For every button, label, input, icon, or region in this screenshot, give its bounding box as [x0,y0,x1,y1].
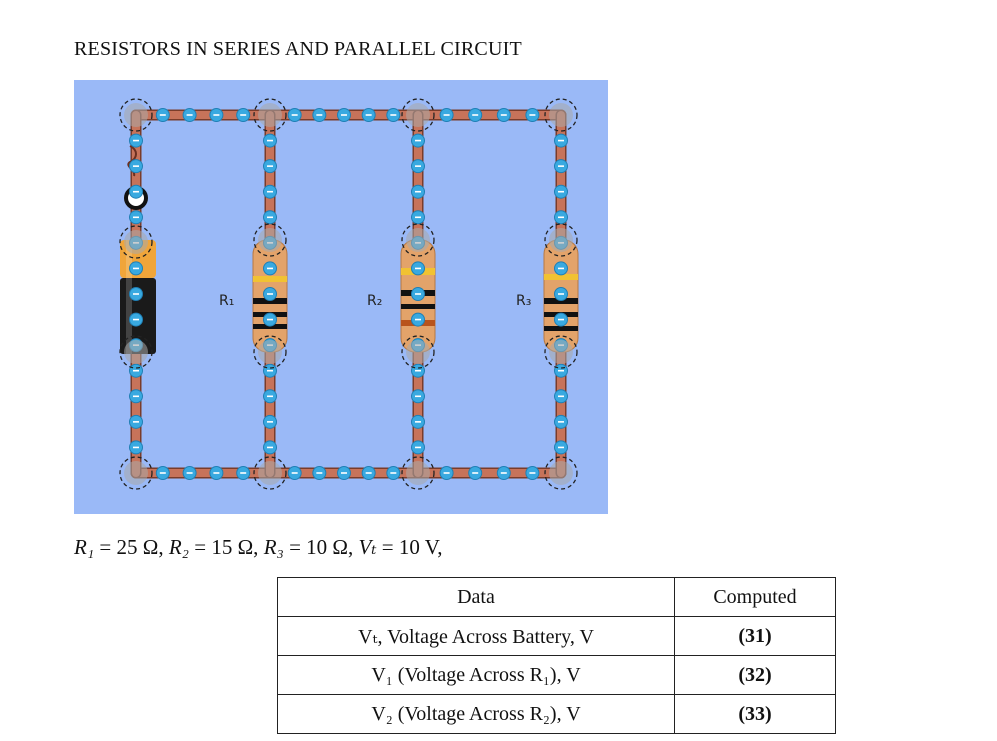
table-row: V₁ (Voltage Across R₁), V (32) [277,655,836,695]
electrons [129,108,568,480]
circuit-background [74,80,608,514]
r1-value: = 25 Ω, [94,535,169,559]
row-value: (31) [674,616,836,656]
r3-value: = 10 Ω, [283,535,359,559]
junction-ring [119,98,153,132]
resistor-label-r2: R₂ [367,293,382,309]
resistor-band [544,326,578,331]
junction [406,228,430,252]
junction-ring [119,335,153,369]
junction [406,103,430,127]
row-value: (33) [674,694,836,734]
data-table: Data Computed Vₜ, Voltage Across Battery… [277,577,836,734]
junction [124,230,148,254]
junction [258,461,282,485]
junction [549,103,573,127]
vt-symbol: Vₜ [358,535,377,559]
junction-ring [544,223,578,257]
junction-ring [253,98,287,132]
page-title: RESISTORS IN SERIES AND PARALLEL CIRCUIT [74,38,522,60]
junction-ring [253,456,287,490]
junction [406,340,430,364]
junctions [119,98,578,490]
junction-ring [253,223,287,257]
junction [124,461,148,485]
r3-symbol: R₃ [263,535,284,559]
junction-ring [401,335,435,369]
header-data: Data [277,577,675,617]
parameter-line: R₁ = 25 Ω, R₂ = 15 Ω, R₃ = 10 Ω, Vₜ = 10… [74,535,442,560]
vt-value: = 10 V, [376,535,443,559]
resistor-band [544,274,578,280]
junction [549,461,573,485]
resistor-label-r3: R₃ [516,293,531,309]
r1-symbol: R₁ [74,535,95,559]
junction [258,103,282,127]
junction-ring [544,335,578,369]
junction-ring [119,456,153,490]
resistor-band [253,276,287,282]
row-label: V₂ (Voltage Across R₂), V [277,694,675,734]
resistor-band [401,304,435,309]
table-row: Vₜ, Voltage Across Battery, V (31) [277,616,836,656]
r2-symbol: R₂ [168,535,189,559]
junction-ring [253,335,287,369]
table-row: V₂ (Voltage Across R₂), V (33) [277,694,836,734]
junction [549,228,573,252]
battery-highlight [126,240,132,354]
junction-ring [544,456,578,490]
row-label: V₁ (Voltage Across R₁), V [277,655,675,695]
junction [406,461,430,485]
r2-value: = 15 Ω, [188,535,264,559]
resistor-label-r1: R₁ [219,293,234,309]
junction-ring [544,98,578,132]
header-computed: Computed [674,577,836,617]
row-value: (32) [674,655,836,695]
junction-ring [401,223,435,257]
junction [258,228,282,252]
table-header-row: Data Computed [277,577,836,617]
junction-ring [119,225,153,259]
junction [124,103,148,127]
junction [549,340,573,364]
junction-ring [401,98,435,132]
row-label: Vₜ, Voltage Across Battery, V [277,616,675,656]
circuit-diagram: R₁ R₂ R₃ [74,80,608,514]
junction [124,340,148,364]
junction-ring [401,456,435,490]
junction [258,340,282,364]
